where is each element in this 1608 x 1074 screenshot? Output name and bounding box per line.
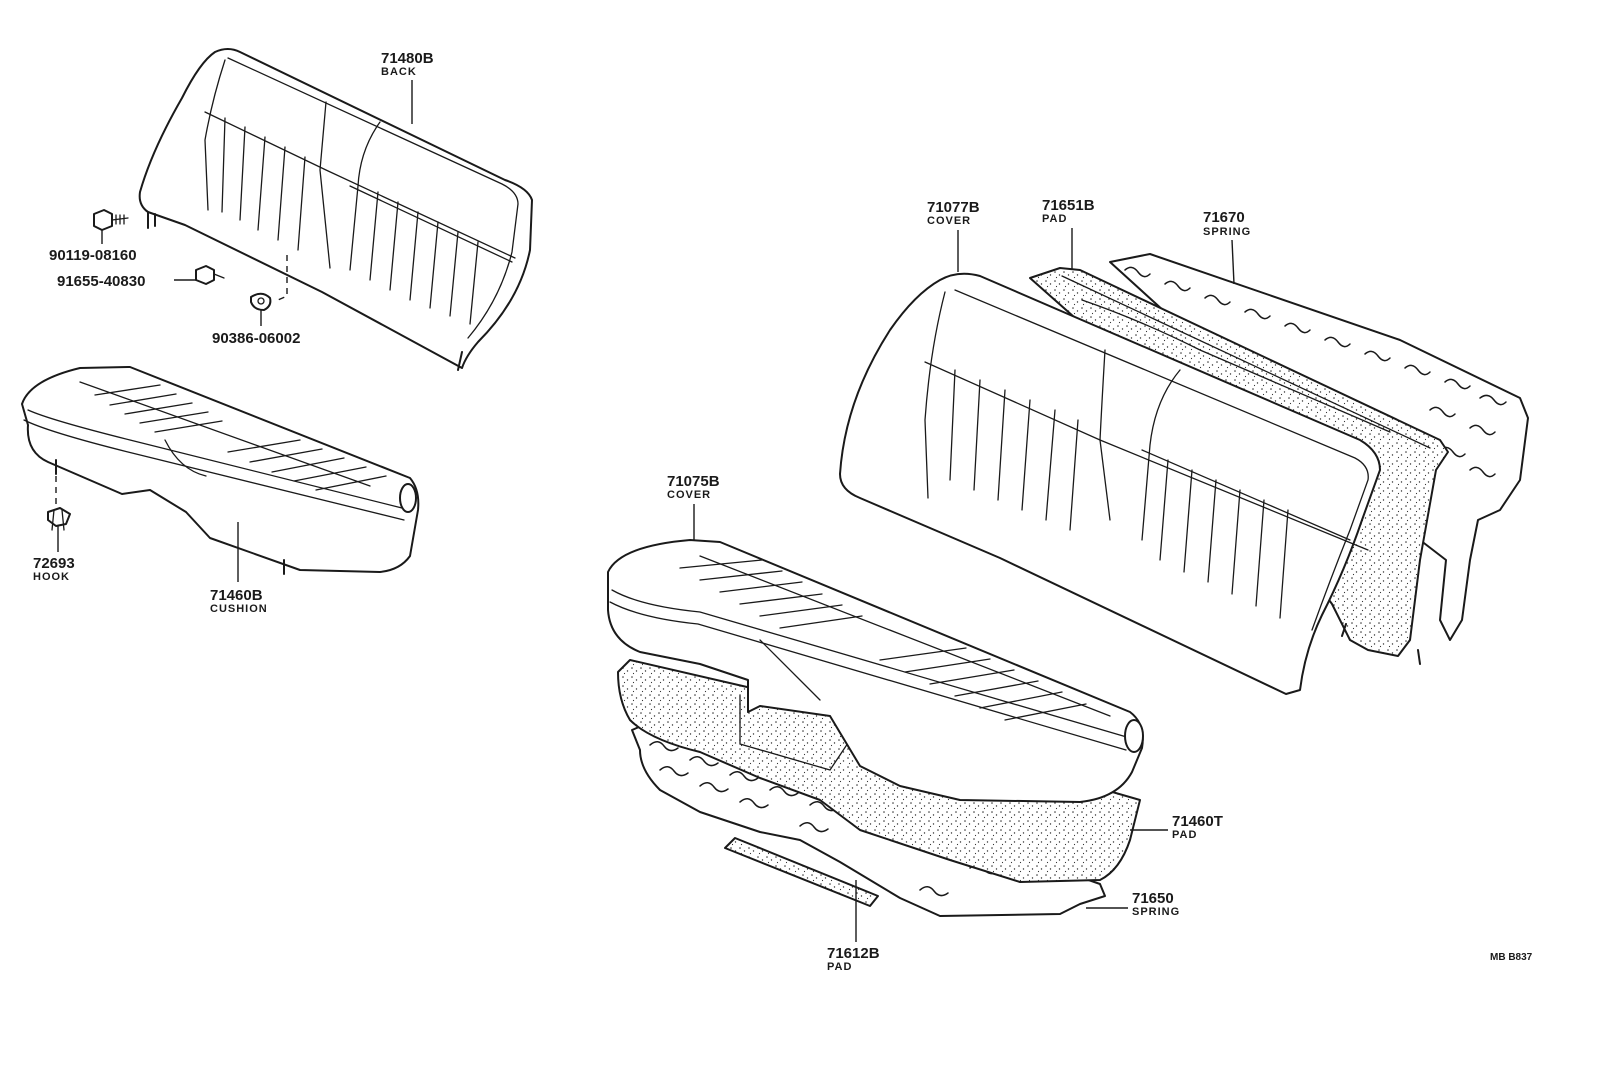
label-71460T-desc: PAD — [1172, 829, 1197, 841]
label-72693-number: 72693 — [33, 555, 75, 572]
label-71077B-number: 71077B — [927, 199, 980, 216]
pad-strip-71612B — [724, 837, 879, 907]
label-71480B-desc: BACK — [381, 66, 417, 78]
back-pleats-right — [949, 369, 1289, 619]
label-71670-number: 71670 — [1203, 209, 1245, 226]
back-pleats-left — [221, 117, 479, 325]
label-71651B-desc: PAD — [1042, 213, 1067, 225]
bolt-90119 — [93, 209, 129, 244]
label-71650-number: 71650 — [1132, 890, 1174, 907]
label-71670-desc: SPRING — [1203, 226, 1251, 238]
seat-back-left — [138, 48, 533, 371]
cushion-pleats-left — [94, 384, 387, 491]
label-71460B-desc: CUSHION — [210, 603, 268, 615]
label-71612B-number: 71612B — [827, 945, 880, 962]
hook-72693 — [47, 476, 71, 552]
label-71650-desc: SPRING — [1132, 906, 1180, 918]
label-71075B-desc: COVER — [667, 489, 711, 501]
cushion-pleats-right — [679, 559, 1087, 721]
clip-90386 — [250, 255, 288, 326]
label-71480B-number: 71480B — [381, 50, 434, 67]
label-71460T-number: 71460T — [1172, 813, 1223, 830]
back-cover-71077B — [839, 272, 1381, 695]
label-71077B-desc: COVER — [927, 215, 971, 227]
part-labels: 71480B BACK 90119-08160 91655-40830 9038… — [33, 50, 1533, 973]
label-90119-number: 90119-08160 — [49, 247, 137, 264]
label-90386-number: 90386-06002 — [212, 330, 300, 347]
label-71075B-number: 71075B — [667, 473, 720, 490]
cushion-cover-71075B — [607, 539, 1144, 803]
label-72693-desc: HOOK — [33, 571, 70, 583]
leader-lines — [237, 80, 1235, 942]
label-71651B-number: 71651B — [1042, 197, 1095, 214]
seat-cushion-left — [21, 366, 420, 575]
label-71460B-number: 71460B — [210, 587, 263, 604]
nut-91655 — [174, 265, 225, 285]
label-71612B-desc: PAD — [827, 961, 852, 973]
figure-code: MB B837 — [1490, 952, 1533, 963]
label-91655-number: 91655-40830 — [57, 273, 145, 290]
